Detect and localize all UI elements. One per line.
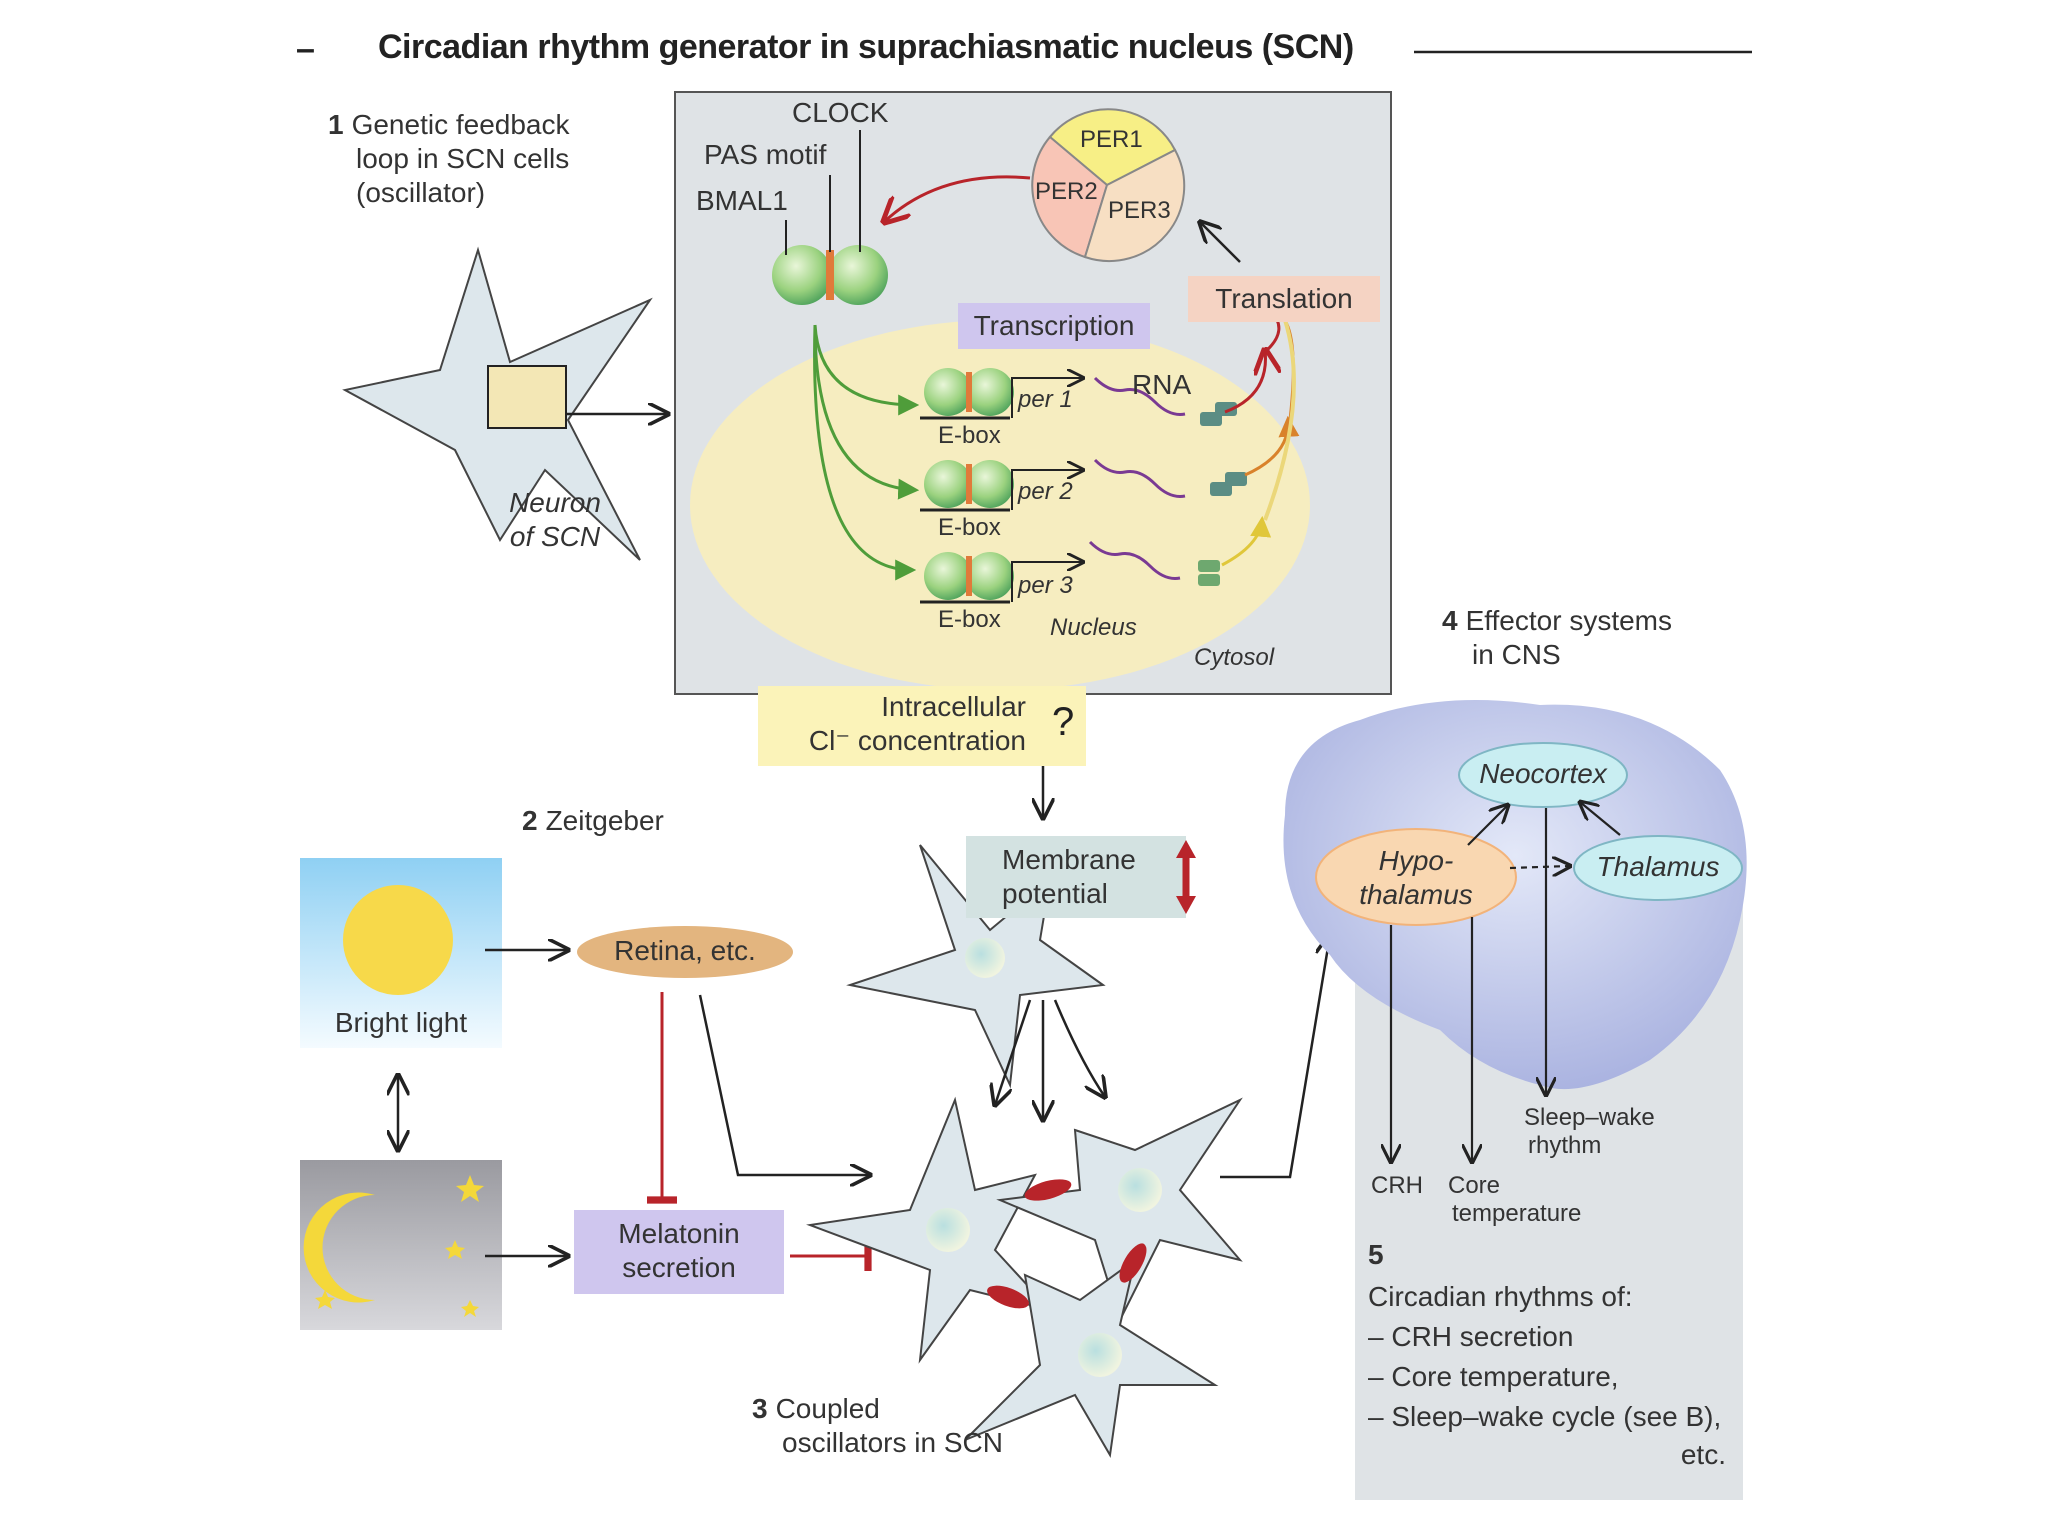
retina-label: Retina, etc. <box>614 935 756 966</box>
coupled-nuclei <box>926 1168 1162 1377</box>
membrane-box <box>966 836 1186 918</box>
ebox-2: E-box <box>938 514 1001 541</box>
thalamus-label: Thalamus <box>1596 851 1720 882</box>
gene-per3: per 3 <box>1018 572 1073 599</box>
translation-to-per-arrow <box>1200 222 1241 263</box>
hypo-line2: thalamus <box>1359 879 1473 910</box>
title-dash: – <box>296 30 315 68</box>
membrane-to-coupled-arrows <box>995 999 1105 1120</box>
sleep-wake-label: Sleep–wake rhythm <box>1524 1104 1655 1160</box>
per2-label: PER2 <box>1035 178 1098 205</box>
rna-strands <box>1088 376 1186 580</box>
core-temperature-label: Core temperature <box>1448 1172 1581 1228</box>
neocortex-label: Neocortex <box>1479 758 1607 789</box>
ebox-3: E-box <box>938 606 1001 633</box>
core-line2: temperature <box>1452 1200 1582 1227</box>
rna-label: RNA <box>1132 369 1192 400</box>
membrane-up-down-arrow <box>1176 840 1196 914</box>
section5-etc: etc. <box>1680 1439 1726 1470</box>
per-inhibition-arrow <box>884 175 1031 222</box>
melatonin-line2: secretion <box>622 1252 736 1283</box>
sleep-line2: rhythm <box>1528 1132 1602 1159</box>
per3-label: PER3 <box>1108 197 1171 224</box>
gene-per1: per 1 <box>1018 386 1073 413</box>
section5-item-1: – CRH secretion <box>1368 1321 1574 1352</box>
section5-item-3: – Sleep–wake cycle (see B), <box>1368 1401 1722 1432</box>
membrane-line1: Membrane <box>1002 844 1136 875</box>
nucleus-label: Nucleus <box>1050 614 1137 641</box>
page-title: Circadian rhythm generator in suprachias… <box>378 28 1354 66</box>
section4-number: 4 <box>1442 605 1458 636</box>
ribosomes <box>1198 402 1247 586</box>
section1-number: 1 <box>328 109 344 140</box>
gene-row-3 <box>920 552 1083 604</box>
neuron-nucleus-zoom-box <box>487 365 567 429</box>
section5-number: 5 <box>1368 1239 1384 1270</box>
neuron-label: Neuron of SCN <box>490 486 620 554</box>
hypothalamus-node <box>1315 828 1517 926</box>
section4-line2: in CNS <box>1472 639 1561 670</box>
crh-label: CRH <box>1371 1172 1423 1199</box>
bmal1-clock-complex <box>772 245 888 305</box>
section1-line3: (oscillator) <box>356 177 486 208</box>
gene-row-2 <box>920 460 1083 512</box>
section3-number: 3 <box>752 1393 768 1424</box>
moon-icon <box>303 1192 375 1303</box>
intracellular-box <box>758 686 1086 766</box>
clock-label: CLOCK <box>792 97 889 128</box>
retina-to-scn-arrow <box>698 994 870 1175</box>
core-line1: Core <box>1448 1172 1501 1199</box>
hypothalamus-label: Hypo- thalamus <box>1326 844 1506 912</box>
section1-line1: Genetic feedback <box>351 109 570 140</box>
per1-label: PER1 <box>1080 126 1143 153</box>
transcription-arrows <box>813 324 920 581</box>
transcription-label: Transcription <box>958 303 1150 349</box>
section2-number: 2 <box>522 805 538 836</box>
sleep-line1: Sleep–wake <box>1524 1104 1655 1131</box>
section5-item-2: – Core temperature, <box>1368 1361 1619 1392</box>
section3-line1: Coupled <box>775 1393 880 1424</box>
hypo-line1: Hypo- <box>1378 845 1454 876</box>
section4-line1: Effector systems <box>1465 605 1673 636</box>
pas-motif-label: PAS motif <box>704 139 827 170</box>
neuron-label-line1: Neuron <box>509 487 601 518</box>
neuron-label-line2: of SCN <box>509 521 601 552</box>
membrane-line2: potential <box>1002 878 1108 909</box>
intracellular-question: ? <box>1052 700 1075 744</box>
per-complex <box>1031 108 1186 262</box>
melatonin-label: Melatonin secretion <box>574 1217 784 1285</box>
gene-per2: per 2 <box>1018 478 1073 505</box>
melatonin-line1: Melatonin <box>618 1218 740 1249</box>
section5-block: 5 Circadian rhythms of: – CRH secretion … <box>1368 1238 1738 1472</box>
bright-light-label: Bright light <box>334 1007 468 1038</box>
membrane-label: Membrane potential <box>1002 843 1136 911</box>
intracellular-line1: Intracellular <box>881 691 1026 722</box>
melatonin-box <box>574 1210 784 1294</box>
retina-box <box>577 926 793 978</box>
star-icons <box>315 1175 484 1317</box>
sun-icon <box>343 885 453 995</box>
section1-line2: loop in SCN cells <box>356 143 570 174</box>
gap-junctions <box>987 1179 1147 1309</box>
intracellular-line2: Cl⁻ concentration <box>808 725 1026 756</box>
scn-to-cns-arrow <box>1220 935 1330 1179</box>
cytosol-label: Cytosol <box>1194 644 1275 671</box>
ebox-1: E-box <box>938 422 1001 449</box>
intracellular-label: Intracellular Cl⁻ concentration <box>758 690 1026 758</box>
gene-row-1 <box>920 368 1083 420</box>
section5-heading: Circadian rhythms of: <box>1368 1281 1633 1312</box>
translation-label: Translation <box>1188 276 1380 322</box>
bmal1-label: BMAL1 <box>696 185 788 216</box>
thalamus-node <box>1573 835 1743 901</box>
neocortex-node <box>1458 742 1628 808</box>
section2-title: Zeitgeber <box>545 805 664 836</box>
section3-line2: oscillators in SCN <box>782 1427 1003 1458</box>
brain-shape <box>1283 700 1747 1090</box>
